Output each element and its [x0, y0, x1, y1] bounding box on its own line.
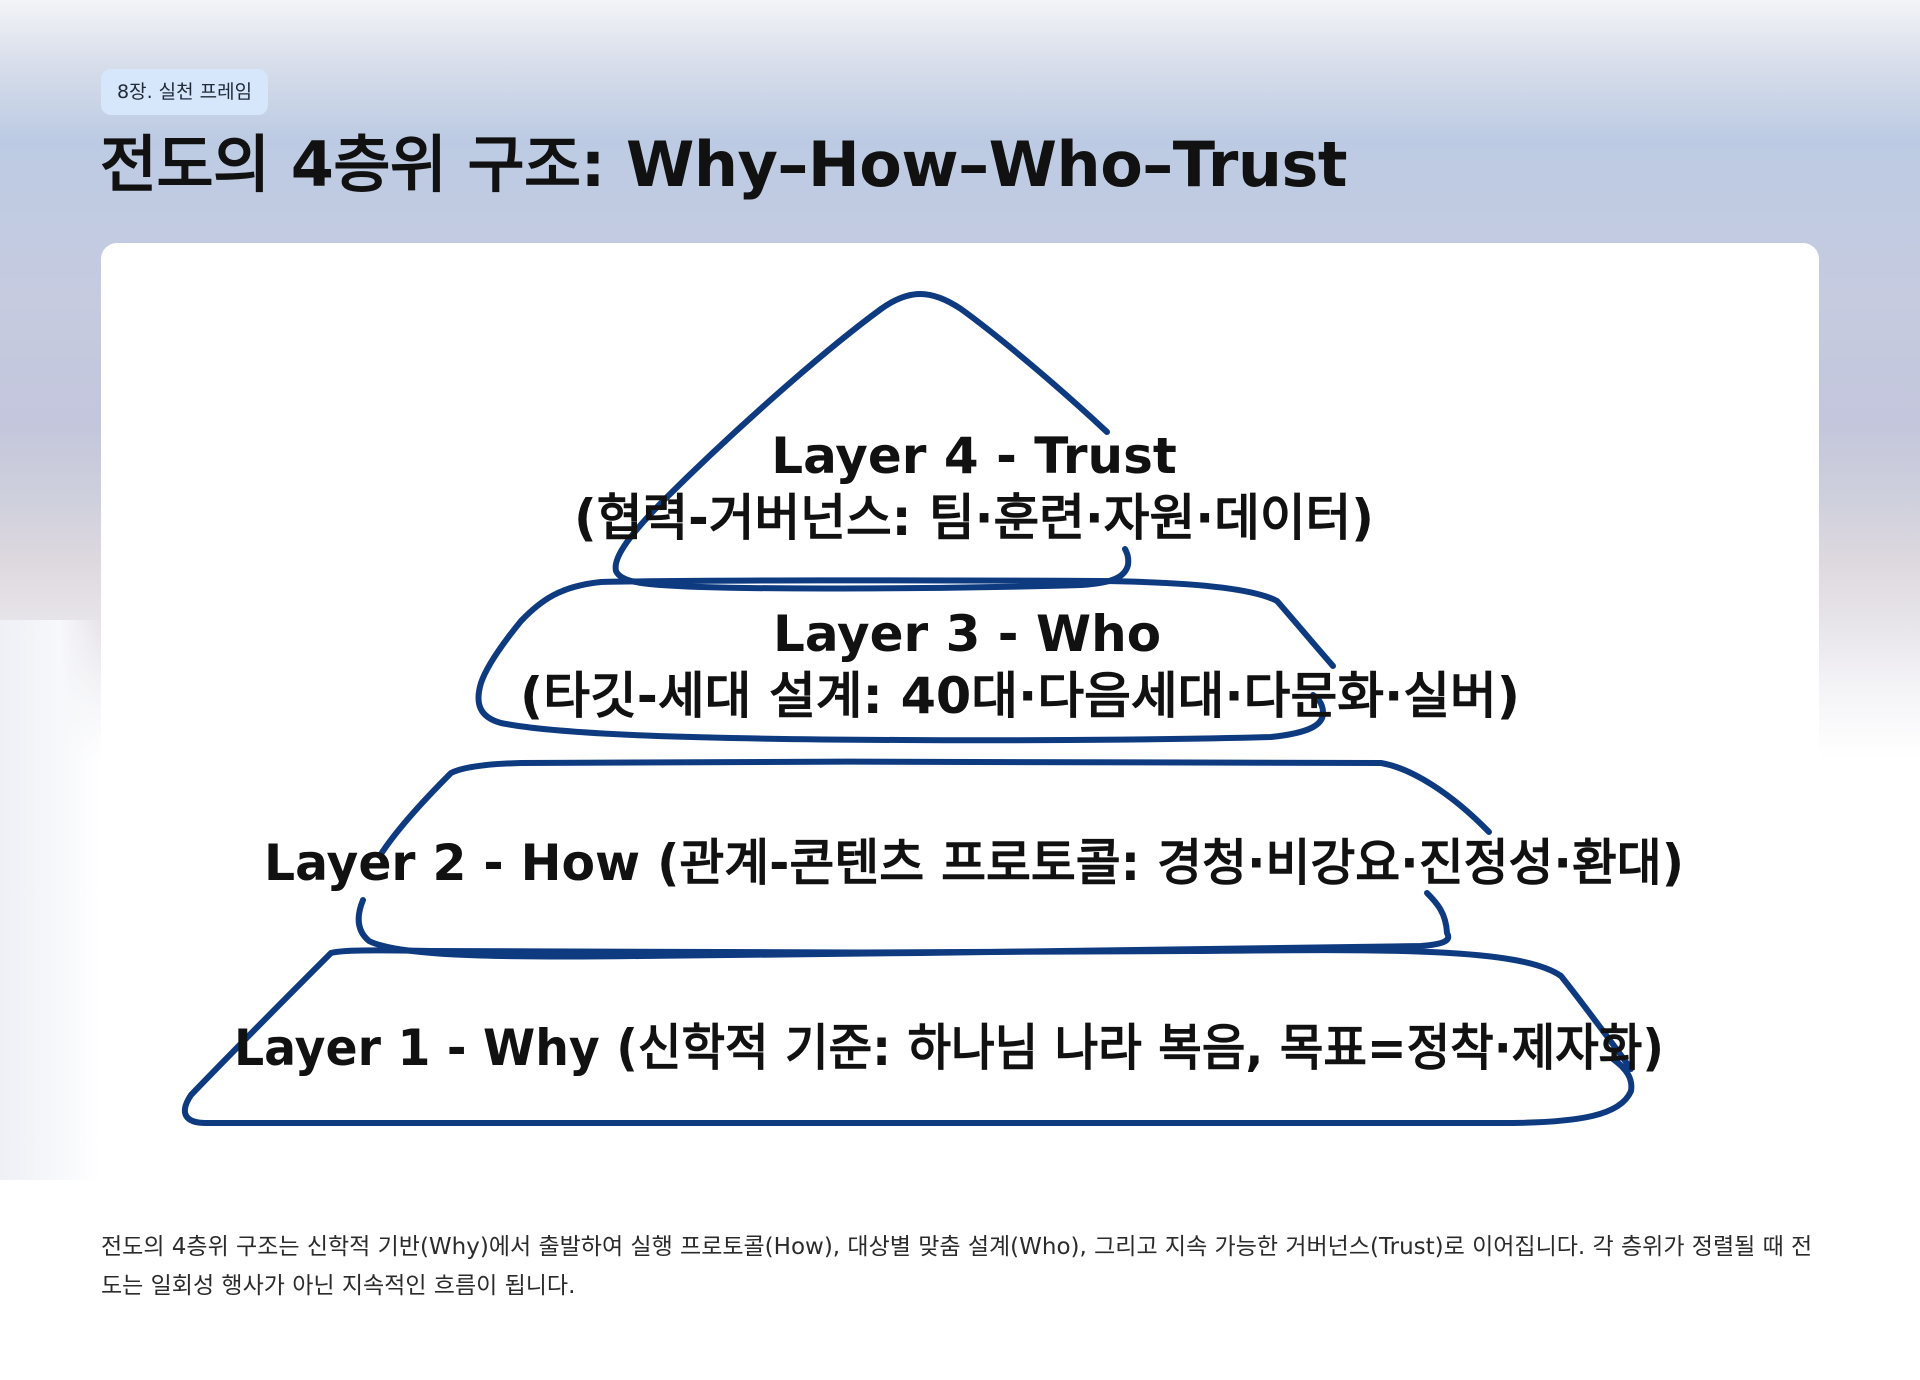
layer-2-label: Layer 2 - How (관계-콘텐츠 프로토콜: 경청·비강요·진정성·환… [264, 834, 1684, 892]
layer-4-outline [612, 291, 1132, 592]
layer-3-outline [475, 577, 1336, 744]
layer-4-title: Layer 4 - Trust [771, 427, 1177, 485]
layer-1-outline [181, 947, 1635, 1127]
page-title: 전도의 4층위 구조: Why–How–Who–Trust [100, 128, 1348, 201]
layer-3-subtitle: (타깃-세대 설계: 40대·다음세대·다문화·실버) [520, 667, 1520, 725]
layer-3-title: Layer 3 - Who [773, 605, 1161, 663]
layer-1-label: Layer 1 - Why (신학적 기준: 하나님 나라 복음, 목표=정착·… [234, 1019, 1664, 1077]
pyramid-figure-card: Layer 4 - Trust (협력-거버넌스: 팀·훈련·자원·데이터) L… [101, 243, 1819, 1193]
layer-4-subtitle: (협력-거버넌스: 팀·훈련·자원·데이터) [574, 489, 1374, 547]
chapter-badge: 8장. 실천 프레임 [101, 69, 269, 115]
background-side-shade [0, 620, 100, 1180]
layer-2-outline [355, 758, 1492, 960]
figure-caption: 전도의 4층위 구조는 신학적 기반(Why)에서 출발하여 실행 프로토콜(H… [101, 1234, 1813, 1299]
pyramid-diagram: Layer 4 - Trust (협력-거버넌스: 팀·훈련·자원·데이터) L… [181, 291, 1684, 1127]
